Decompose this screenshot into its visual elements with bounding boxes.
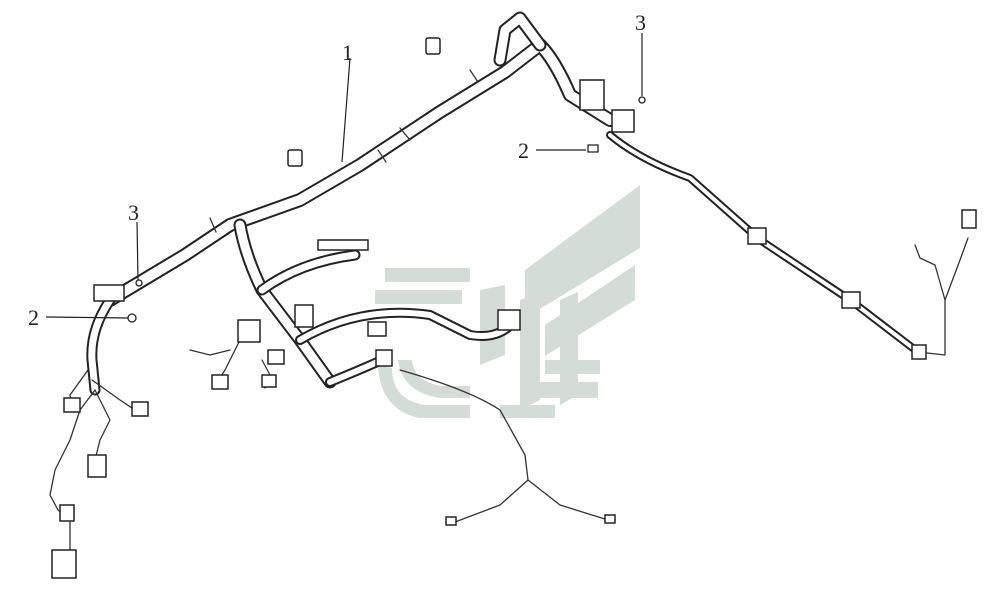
clip xyxy=(747,227,767,245)
harness-left-branch xyxy=(49,329,271,571)
harness-trunk xyxy=(86,11,617,396)
clip xyxy=(841,291,861,309)
connector xyxy=(87,454,107,478)
terminal xyxy=(604,514,616,524)
connector xyxy=(261,374,277,388)
connector-strip xyxy=(317,239,369,251)
connector xyxy=(961,209,977,229)
watermark-logo xyxy=(375,185,640,418)
connector xyxy=(59,504,75,522)
leader-3-left xyxy=(136,221,139,281)
connector xyxy=(287,149,303,167)
connector xyxy=(131,401,149,417)
bolt-right xyxy=(587,144,599,153)
callout-3-right: 3 xyxy=(635,10,646,35)
connector xyxy=(911,344,927,360)
connector xyxy=(93,284,125,302)
fasteners xyxy=(127,96,646,323)
callout-2-right: 2 xyxy=(518,138,529,163)
connector xyxy=(579,79,605,111)
harness-sensor-branch xyxy=(399,369,609,523)
connector xyxy=(375,349,393,367)
connector xyxy=(237,319,261,343)
connector xyxy=(294,304,314,328)
connector xyxy=(51,549,77,579)
nut-right xyxy=(638,96,646,104)
connector xyxy=(611,109,635,133)
callout-1: 1 xyxy=(342,40,353,65)
callouts: 1 2 2 3 3 xyxy=(28,10,646,330)
connector xyxy=(367,321,387,337)
leader-2-left xyxy=(45,316,129,319)
connector xyxy=(63,397,81,413)
leader-lines xyxy=(45,33,643,319)
bolt-left xyxy=(127,313,137,323)
connector xyxy=(211,374,229,390)
connector xyxy=(267,349,285,365)
nut-left xyxy=(135,279,143,287)
callout-3-left: 3 xyxy=(128,200,139,225)
harness-right-branch xyxy=(606,131,969,356)
leader-1 xyxy=(341,57,351,163)
connector xyxy=(497,309,521,331)
callout-2-left: 2 xyxy=(28,305,39,330)
connectors xyxy=(51,37,977,579)
connector xyxy=(425,37,441,55)
terminal xyxy=(445,516,457,526)
